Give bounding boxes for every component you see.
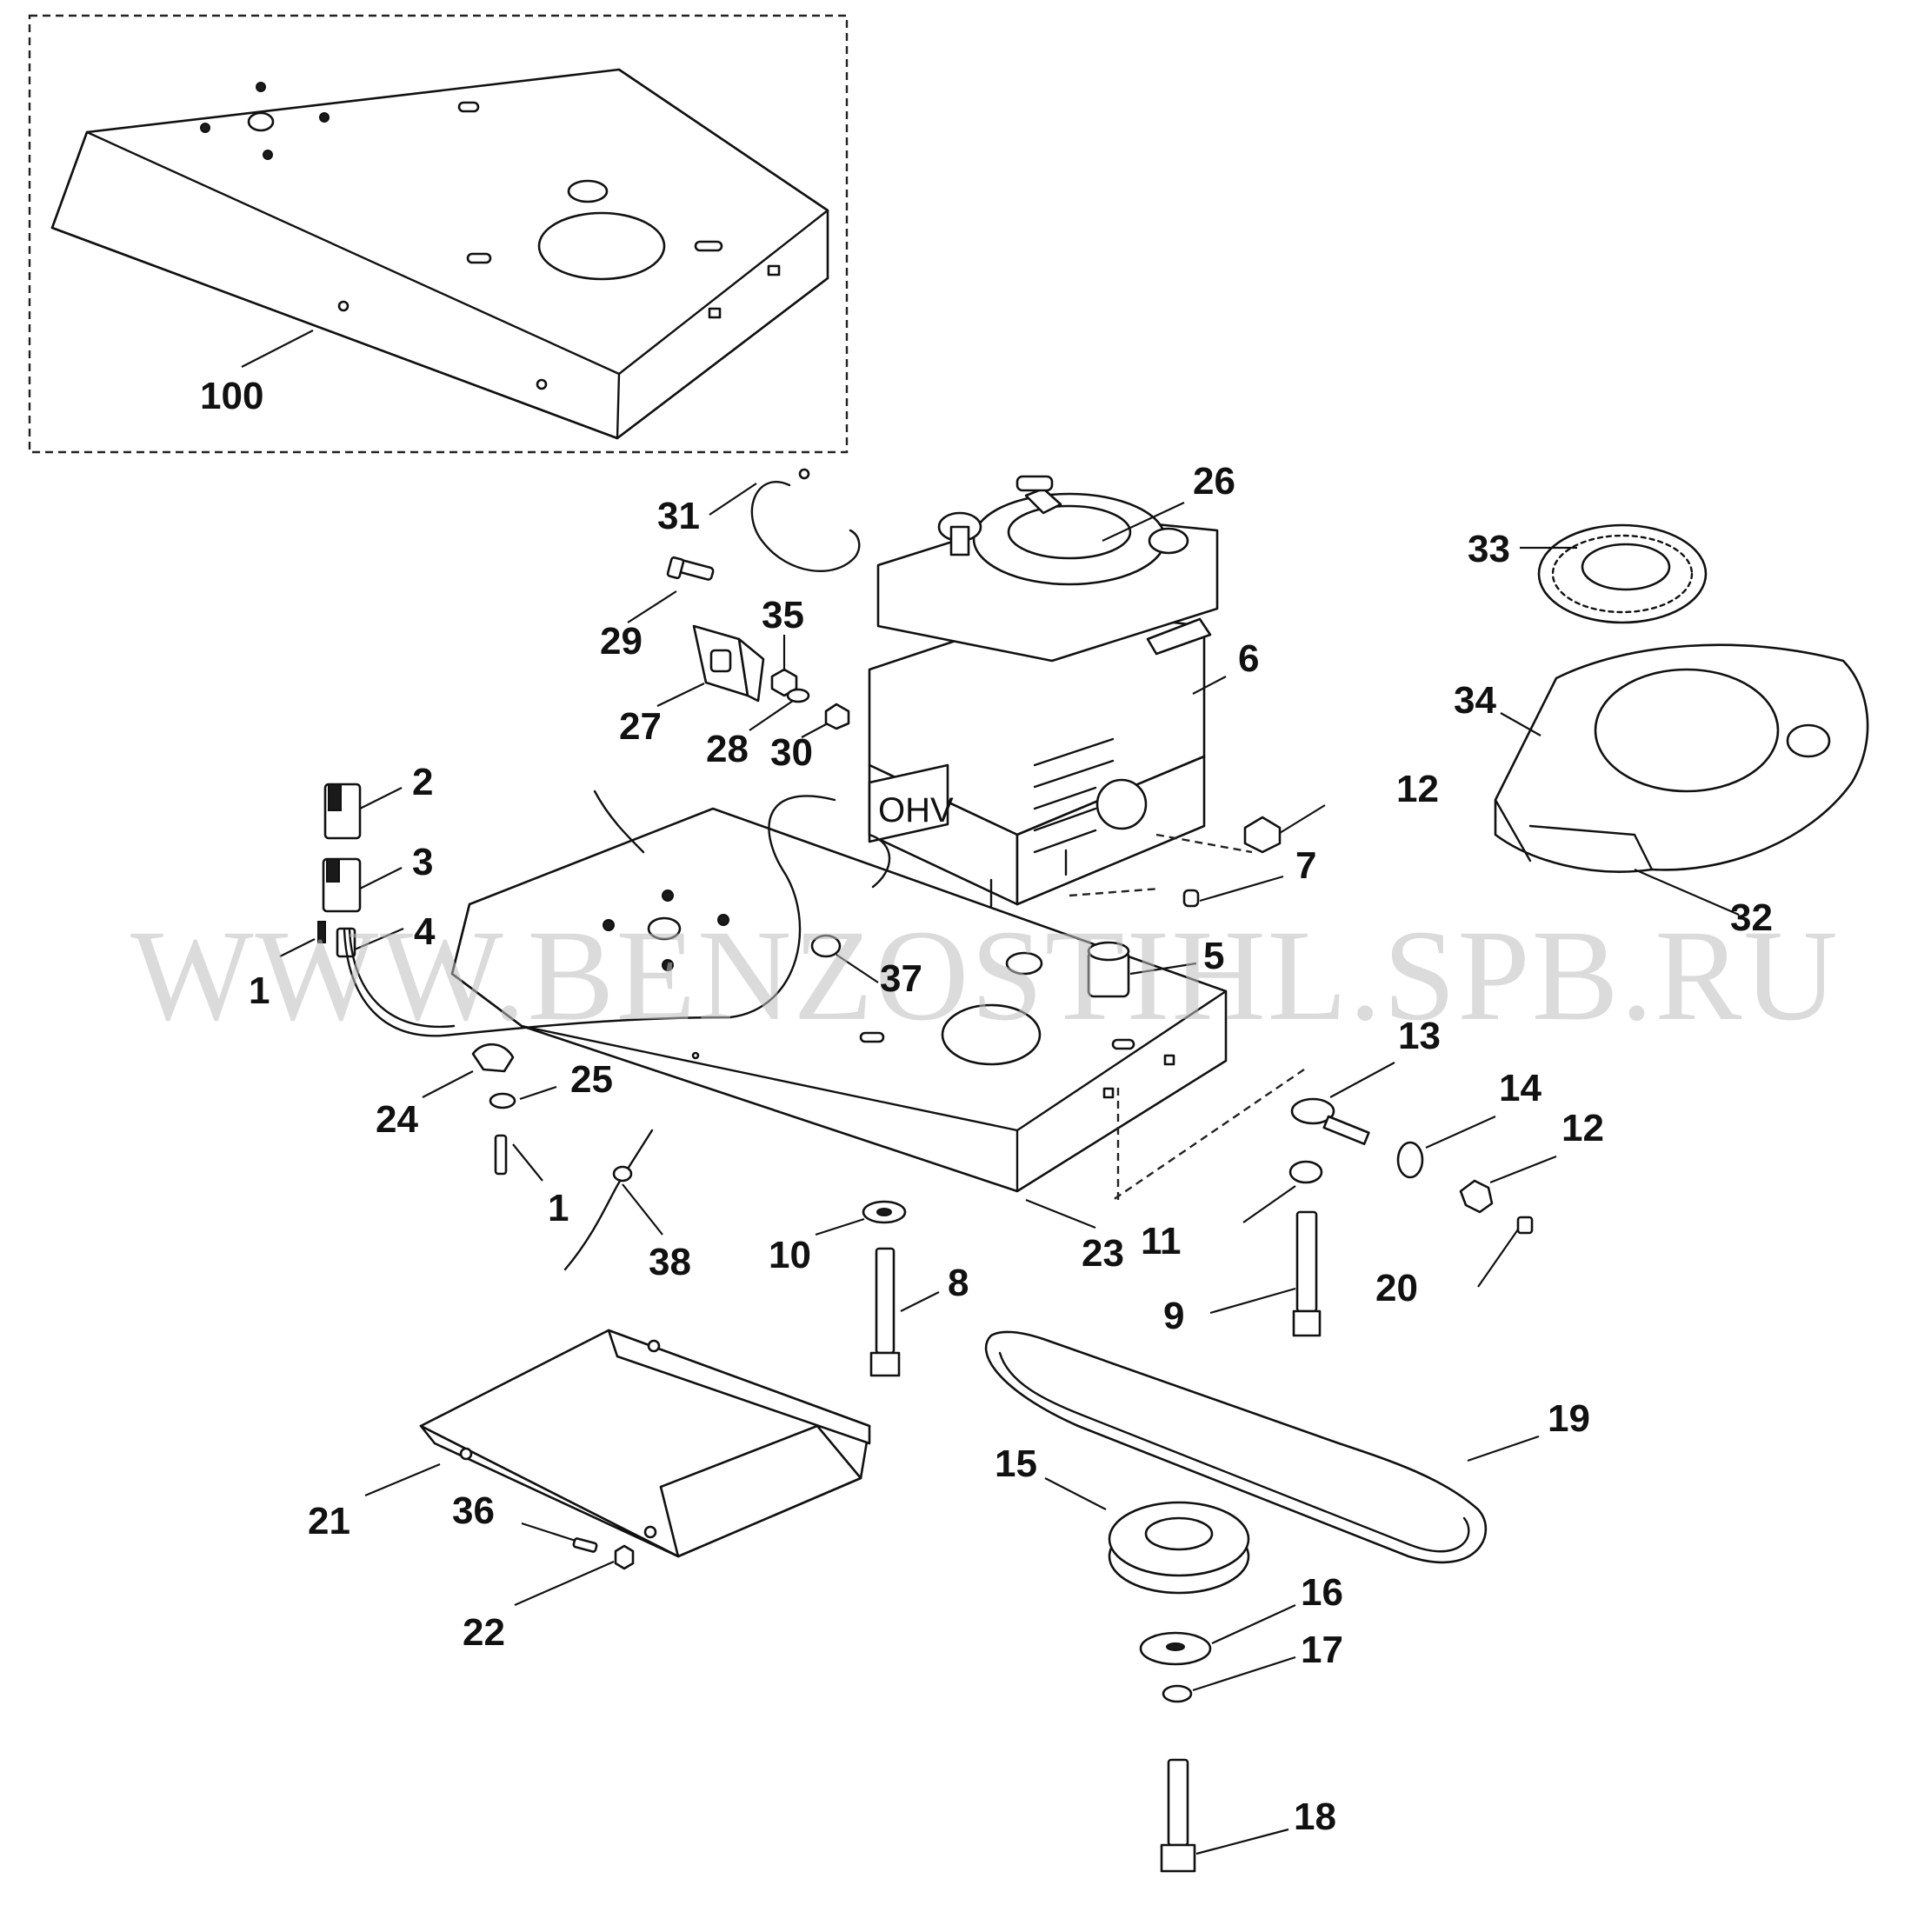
callout-29: 29 <box>600 620 643 663</box>
part-5-spacer <box>1087 941 1197 998</box>
part-2-switch-cap <box>323 783 403 840</box>
callout-25: 25 <box>570 1058 613 1101</box>
part-100-dashed-frame <box>28 14 849 454</box>
callout-34: 34 <box>1454 679 1496 722</box>
part-11-washer <box>1242 1160 1323 1223</box>
callout-100: 100 <box>200 375 263 417</box>
callout-24: 24 <box>376 1098 418 1141</box>
part-18-bolt <box>1160 1758 1289 1873</box>
callout-21: 21 <box>308 1500 350 1542</box>
callout-6: 6 <box>1238 637 1259 680</box>
callout-12-lower: 12 <box>1561 1107 1604 1149</box>
callout-11: 11 <box>1141 1220 1182 1262</box>
part-33-grille <box>1520 523 1708 624</box>
part-14-washer <box>1396 1115 1496 1179</box>
callout-27: 27 <box>619 705 662 748</box>
part-36-screw <box>521 1522 598 1553</box>
callout-8: 8 <box>948 1262 969 1304</box>
part-35-nut <box>770 635 798 697</box>
part-3-switch <box>322 857 403 913</box>
part-27-bracket <box>656 624 765 707</box>
part-13-bolt <box>1290 1062 1395 1146</box>
part-10-washer <box>815 1200 907 1236</box>
part-17-lockwasher <box>1162 1656 1296 1703</box>
part-1a-screw <box>279 921 326 957</box>
callout-38: 38 <box>649 1241 691 1283</box>
callout-22: 22 <box>463 1611 505 1654</box>
part-38-cable-tie <box>563 1129 663 1271</box>
part-24-cable-clamp <box>422 1043 515 1098</box>
callout-12-upper: 12 <box>1396 768 1439 810</box>
part-6-engine: OHV <box>868 475 1227 908</box>
callout-30: 30 <box>770 731 813 774</box>
part-22-nut <box>514 1544 635 1607</box>
callout-35: 35 <box>762 594 804 636</box>
part-9-bolt <box>1209 1210 1322 1337</box>
callout-7: 7 <box>1295 844 1316 887</box>
callout-20: 20 <box>1375 1267 1418 1309</box>
callout-33: 33 <box>1468 528 1510 570</box>
callout-10: 10 <box>769 1234 811 1276</box>
part-21-shield <box>364 1329 871 1558</box>
part-20-key <box>1477 1216 1534 1288</box>
part-25-washer <box>489 1085 557 1109</box>
callout-2: 2 <box>412 761 433 803</box>
part-30-nut <box>801 703 850 738</box>
callout-37: 37 <box>880 957 922 1000</box>
callout-19: 19 <box>1548 1397 1590 1440</box>
callout-1-upper: 1 <box>249 969 270 1012</box>
part-28-washer <box>749 688 810 731</box>
watermark-text: WWW.BENZOSTIHL.SPB.RU <box>130 903 1840 1048</box>
callout-4: 4 <box>414 910 436 953</box>
callout-31: 31 <box>657 495 700 537</box>
engine-ohv-badge: OHV <box>878 791 954 829</box>
callout-1-lower: 1 <box>548 1187 569 1229</box>
part-37-grommet <box>810 934 879 983</box>
part-12-nut-upper <box>1243 804 1326 854</box>
callout-36: 36 <box>452 1489 495 1532</box>
part-16-washer <box>1139 1604 1296 1666</box>
part-23-mounting-plate <box>450 807 1228 1229</box>
callout-13: 13 <box>1398 1015 1441 1057</box>
callout-9: 9 <box>1163 1295 1184 1337</box>
part-34-blower-housing <box>1494 643 1869 916</box>
callout-14: 14 <box>1499 1067 1541 1109</box>
callout-18: 18 <box>1294 1795 1336 1838</box>
part-12-nut-lower <box>1459 1155 1557 1214</box>
part-15-pulley <box>1044 1477 1250 1595</box>
callout-26: 26 <box>1193 460 1235 503</box>
callout-5: 5 <box>1203 935 1224 977</box>
callout-28: 28 <box>706 728 749 770</box>
part-7-clip <box>1182 875 1284 908</box>
part-19-belt <box>984 1330 1540 1564</box>
callout-3: 3 <box>412 841 433 883</box>
callout-16: 16 <box>1301 1571 1343 1614</box>
alignment-lines <box>1069 833 1305 1201</box>
callout-32: 32 <box>1730 896 1773 939</box>
callout-17: 17 <box>1301 1629 1343 1671</box>
part-100-cover <box>28 14 849 454</box>
part-8-bolt <box>869 1247 940 1377</box>
callout-23: 23 <box>1082 1232 1124 1275</box>
wiring-harness <box>343 789 891 1037</box>
part-31-clip <box>709 468 861 573</box>
part-29-bolt <box>627 556 715 623</box>
callout-15: 15 <box>995 1442 1037 1485</box>
part-1b-screw <box>494 1134 543 1182</box>
callout-labels: 100 31 26 33 29 35 6 34 27 28 30 2 12 3 … <box>200 375 1773 1838</box>
